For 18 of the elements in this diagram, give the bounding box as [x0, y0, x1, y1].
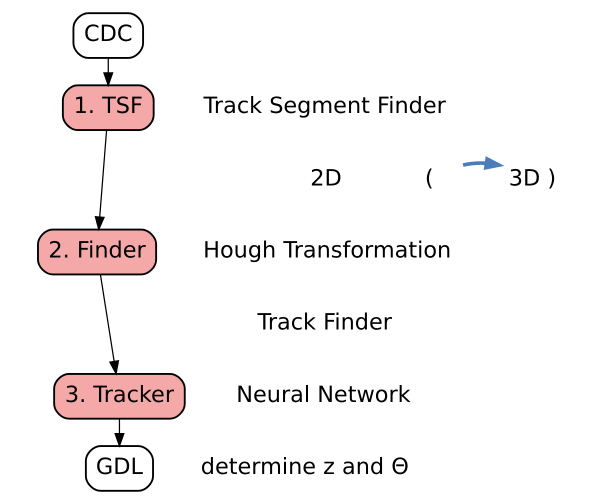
node-box: 1. TSF — [62, 84, 155, 132]
arrow — [94, 130, 108, 232]
arrow — [103, 58, 114, 88]
arrow — [100, 274, 120, 376]
node-box: CDC — [72, 12, 144, 59]
node-box: GDL — [84, 445, 154, 492]
node-text: 3D ) — [508, 165, 556, 192]
node-box: 3. Tracker — [53, 372, 186, 420]
label: determine z and Θ — [200, 454, 409, 480]
node-label: Neural Network — [236, 382, 411, 408]
node-text: ( — [424, 165, 434, 192]
node-label: Hough Transformation — [203, 237, 452, 264]
arrow — [114, 418, 125, 448]
node-box: 2. Finder — [37, 228, 158, 276]
label: Track Finder — [257, 310, 392, 336]
node-label: Track Segment Finder — [204, 93, 446, 120]
label: 2D — [310, 165, 342, 192]
arrow — [462, 156, 504, 170]
